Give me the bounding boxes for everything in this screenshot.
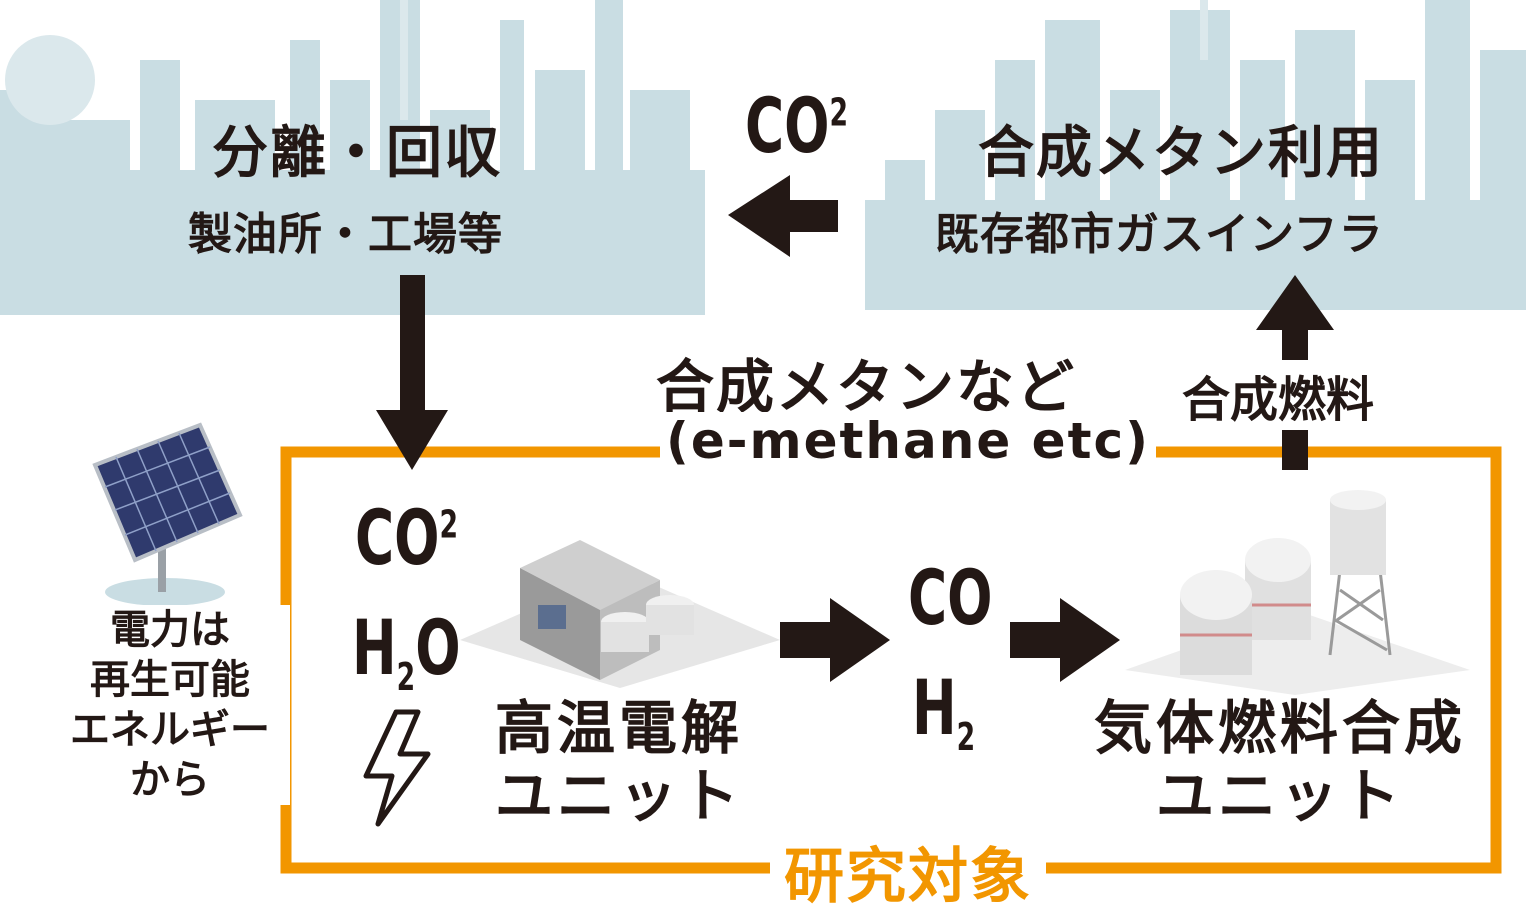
synthesis-unit-label: 気体燃料合成 ユニット — [1093, 694, 1466, 830]
renewable-energy-note: 電力は 再生可能 エネルギー から — [50, 605, 290, 805]
co2-return-label: CO2 — [745, 81, 849, 170]
e-methane-label: (e-methane etc) — [660, 412, 1156, 470]
co-output-label: CO — [908, 553, 993, 642]
electrolysis-unit-label: 高温電解 ユニット — [495, 694, 744, 830]
electrolysis-to-co-arrow — [780, 598, 890, 682]
synthetic-methane-use-title: 合成メタン利用 — [978, 121, 1384, 186]
co2-input-label: CO2 — [355, 493, 459, 582]
refinery-factory-subtitle: 製油所・工場等 — [188, 209, 503, 260]
h2-output-label: H2 — [912, 663, 976, 760]
synthetic-fuel-label: 合成燃料 — [1178, 360, 1379, 430]
synthesis-plant-icon — [1125, 490, 1470, 695]
electrolysis-unit-icon — [460, 540, 780, 688]
down-arrow — [376, 275, 448, 470]
separation-recovery-title: 分離・回収 — [212, 121, 502, 186]
solar-panel-icon — [92, 422, 243, 606]
city-gas-infra-subtitle: 既存都市ガスインフラ — [935, 209, 1384, 260]
research-target-label: 研究対象 — [770, 828, 1046, 915]
co-to-synthesis-arrow — [1010, 598, 1120, 682]
h2o-input-label: H2O — [352, 603, 461, 700]
synthetic-methane-label: 合成メタンなど — [656, 353, 1077, 421]
co2-return-arrow — [728, 175, 838, 257]
lightning-icon — [363, 709, 431, 827]
